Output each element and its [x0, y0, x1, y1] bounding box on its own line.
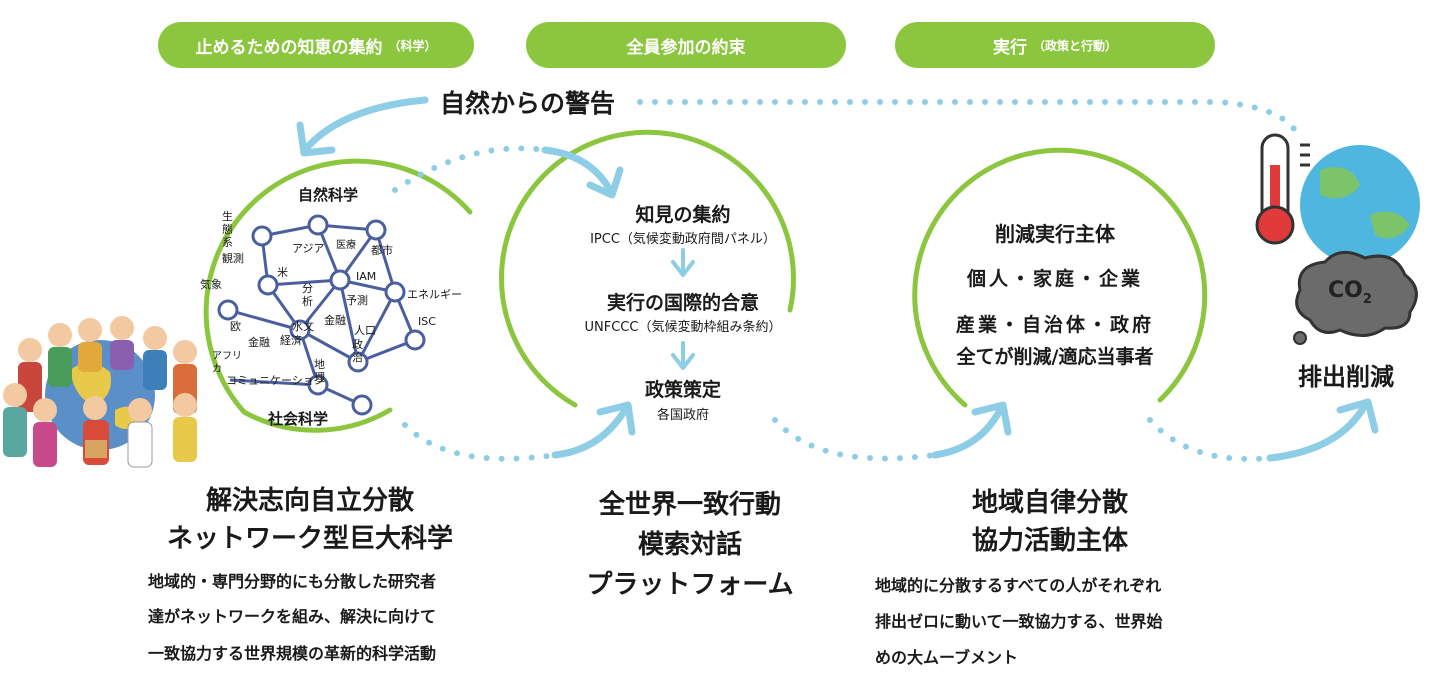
- net-label-africa: アフリカ: [212, 351, 242, 375]
- platform-title-2: 模索対話: [637, 530, 742, 560]
- climate-icon: [1255, 133, 1420, 345]
- science-to-ipcc-arrowhead: [586, 166, 624, 199]
- platform-title-1: 全世界一致行動: [598, 490, 781, 520]
- bottom-arrow-3: [1266, 401, 1369, 462]
- ipcc-subtitle: IPCC（気候変動政府間パネル）: [590, 232, 776, 247]
- reduction-actors-line3: 全てが削減/適応当事者: [956, 346, 1154, 368]
- unfccc-title: 実行の国際的合意: [606, 292, 759, 314]
- bottom-arrow-1: [551, 406, 629, 459]
- co2-label: CO2: [1328, 278, 1372, 307]
- net-label-iam: IAM: [356, 270, 377, 283]
- agreement-circle: [499, 129, 796, 408]
- science-desc-2: 達がネットワークを組み、解決に向けて: [148, 607, 437, 626]
- action-pill-sub: （政策と行動）: [1032, 38, 1117, 53]
- net-label-communication: コミュニケーション: [226, 374, 325, 387]
- platform-title-3: プラットフォーム: [586, 570, 794, 600]
- warning-dotted-line: [637, 99, 1303, 143]
- net-label-economy: 経済: [280, 334, 302, 347]
- emission-reduction-label: 排出削減: [1298, 363, 1394, 391]
- net-label-weather: 気象: [200, 278, 222, 291]
- net-label-analysis: 分析: [302, 282, 313, 308]
- bottom-dots-1: [402, 422, 558, 462]
- policy-title: 政策策定: [644, 379, 721, 401]
- net-label-observation: 観測: [222, 252, 244, 265]
- warning-label: 自然からの警告: [440, 89, 616, 118]
- action-circle: [912, 147, 1208, 408]
- actors-desc-2: 排出ゼロに動いて一致協力する、世界始: [875, 612, 1163, 631]
- science-desc-3: 一致協力する世界規模の革新的科学活動: [148, 644, 437, 663]
- action-pill: 実行 （政策と行動）: [895, 22, 1215, 68]
- science-title-1: 解決志向自立分散: [205, 486, 414, 516]
- social-science-label: 社会科学: [268, 410, 329, 428]
- reduction-actors-title: 削減実行主体: [995, 222, 1115, 246]
- reduction-actors-line1: 個人・家庭・企業: [966, 268, 1143, 290]
- agreement-pill-label: 全員参加の約束: [626, 37, 746, 58]
- science-title-2: ネットワーク型巨大科学: [166, 524, 453, 554]
- net-label-city: 都市: [371, 244, 393, 257]
- action-pill-label: 実行: [992, 37, 1027, 58]
- actors-desc-1: 地域的に分散するすべての人がそれぞれ: [875, 576, 1162, 595]
- agreement-pill: 全員参加の約束: [526, 22, 846, 68]
- science-desc-1: 地域的・専門分野的にも分散した研究者: [148, 572, 437, 591]
- network-nodes: [217, 214, 426, 416]
- warning-arrow: [301, 96, 429, 154]
- bottom-arrowhead-3: [1336, 398, 1379, 434]
- net-label-europe: 欧: [230, 320, 241, 333]
- science-to-ipcc-dots: [392, 145, 548, 193]
- net-label-us: 米: [277, 266, 288, 279]
- co2-subscript: 2: [1362, 292, 1372, 307]
- science-pill: 止めるための知恵の集約 （科学）: [158, 22, 474, 68]
- actors-desc-3: めの大ムーブメント: [875, 648, 1019, 667]
- net-label-finance-2: 金融: [248, 336, 270, 349]
- bottom-arrowhead-1: [596, 401, 636, 436]
- bottom-arrowhead-2: [971, 401, 1012, 436]
- actors-title-2: 協力活動主体: [971, 526, 1128, 556]
- bottom-dots-2: [772, 417, 938, 462]
- co2-text: CO: [1328, 278, 1363, 303]
- bottom-arrow-2: [931, 406, 1004, 459]
- science-circle-bottom: [241, 407, 393, 433]
- warning-arrowhead: [296, 121, 336, 157]
- net-label-medical: 医療: [336, 240, 356, 251]
- net-label-population: 人口: [354, 324, 376, 337]
- net-label-prediction: 予測: [346, 294, 368, 307]
- science-pill-sub: （科学）: [388, 38, 437, 53]
- net-label-isc: ISC: [418, 315, 436, 328]
- policy-subtitle: 各国政府: [656, 408, 709, 423]
- net-label-energy: エネルギー: [407, 288, 462, 301]
- net-label-hydrology: 水文: [292, 320, 314, 333]
- net-label-politics: 政治: [352, 338, 363, 364]
- net-label-asia: アジア: [292, 242, 325, 255]
- actors-title-1: 地域自律分散: [971, 488, 1128, 518]
- science-pill-label: 止めるための知恵の集約: [195, 37, 383, 58]
- natural-science-label: 自然科学: [298, 186, 359, 204]
- reduction-actors-line2: 産業・自治体・政府: [955, 314, 1154, 336]
- science-circle-left: [203, 158, 473, 415]
- unfccc-subtitle: UNFCCC（気候変動枠組み条約）: [584, 320, 782, 335]
- net-label-geography: 地理: [314, 358, 325, 384]
- bottom-dots-3: [1147, 417, 1273, 462]
- net-label-ecosystem: 生態系: [222, 210, 233, 249]
- scientists-globe-illustration: [3, 316, 197, 468]
- net-label-finance-1: 金融: [324, 314, 346, 327]
- science-to-ipcc-arrow: [541, 146, 614, 194]
- ipcc-title: 知見の集約: [635, 204, 731, 226]
